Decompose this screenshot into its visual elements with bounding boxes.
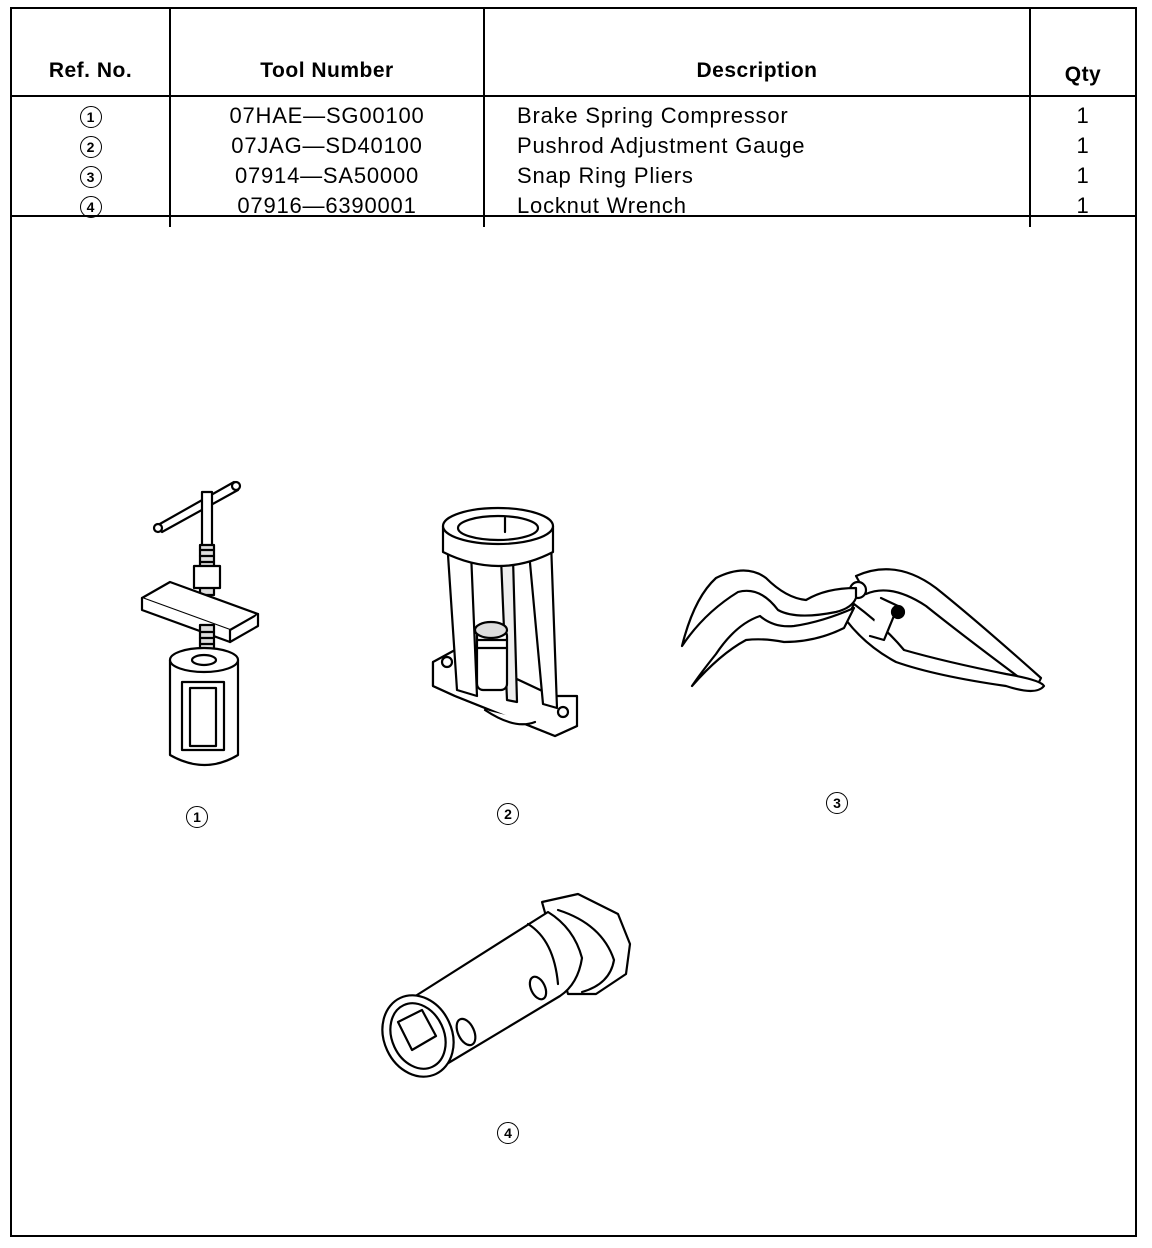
ref-number-circle: 1 — [79, 106, 102, 129]
header-tool-number: Tool Number — [170, 9, 485, 97]
tool-number-cell: 07JAG—SD40100 — [170, 131, 485, 161]
locknut-wrench-icon — [381, 892, 632, 1078]
brake-spring-compressor-icon — [140, 480, 260, 766]
document-frame: Ref. No. Tool Number Description Qty 1 0… — [10, 7, 1137, 1237]
tool-number-cell: 07HAE—SG00100 — [170, 96, 485, 131]
qty-cell: 1 — [1076, 133, 1090, 158]
tool-number-cell: 07914—SA50000 — [170, 161, 485, 191]
illustration-label: 3 — [826, 792, 848, 814]
ref-number-circle: 2 — [79, 136, 102, 159]
ref-number-circle: 3 — [79, 166, 102, 189]
header-qty: Qty — [1030, 9, 1135, 97]
table-bottom-rule — [12, 215, 1135, 217]
illustration-label: 2 — [497, 803, 519, 825]
description-cell: Locknut Wrench — [484, 191, 1031, 227]
table-row: 3 07914—SA50000 Snap Ring Pliers 1 — [12, 161, 1135, 191]
table-row: 2 07JAG—SD40100 Pushrod Adjustment Gauge… — [12, 131, 1135, 161]
qty-cell: 1 — [1076, 193, 1090, 218]
tool-number-cell: 07916—6390001 — [170, 191, 485, 227]
qty-cell: 1 — [1076, 163, 1090, 188]
qty-cell: 1 — [1076, 103, 1090, 128]
description-cell: Brake Spring Compressor — [484, 96, 1031, 131]
snap-ring-pliers-icon — [680, 568, 1046, 693]
table-row: 4 07916—6390001 Locknut Wrench 1 — [12, 191, 1135, 227]
header-description: Description — [484, 9, 1031, 97]
pushrod-adjustment-gauge-icon — [431, 506, 579, 738]
description-cell: Snap Ring Pliers — [484, 161, 1031, 191]
special-tools-table: Ref. No. Tool Number Description Qty 1 0… — [12, 9, 1135, 227]
table-row: 1 07HAE—SG00100 Brake Spring Compressor … — [12, 96, 1135, 131]
table-header-row: Ref. No. Tool Number Description Qty — [12, 9, 1135, 97]
illustration-label: 1 — [186, 806, 208, 828]
illustration-label: 4 — [497, 1122, 519, 1144]
description-cell: Pushrod Adjustment Gauge — [484, 131, 1031, 161]
header-ref-no: Ref. No. — [12, 9, 171, 97]
ref-number-circle: 4 — [79, 196, 102, 219]
